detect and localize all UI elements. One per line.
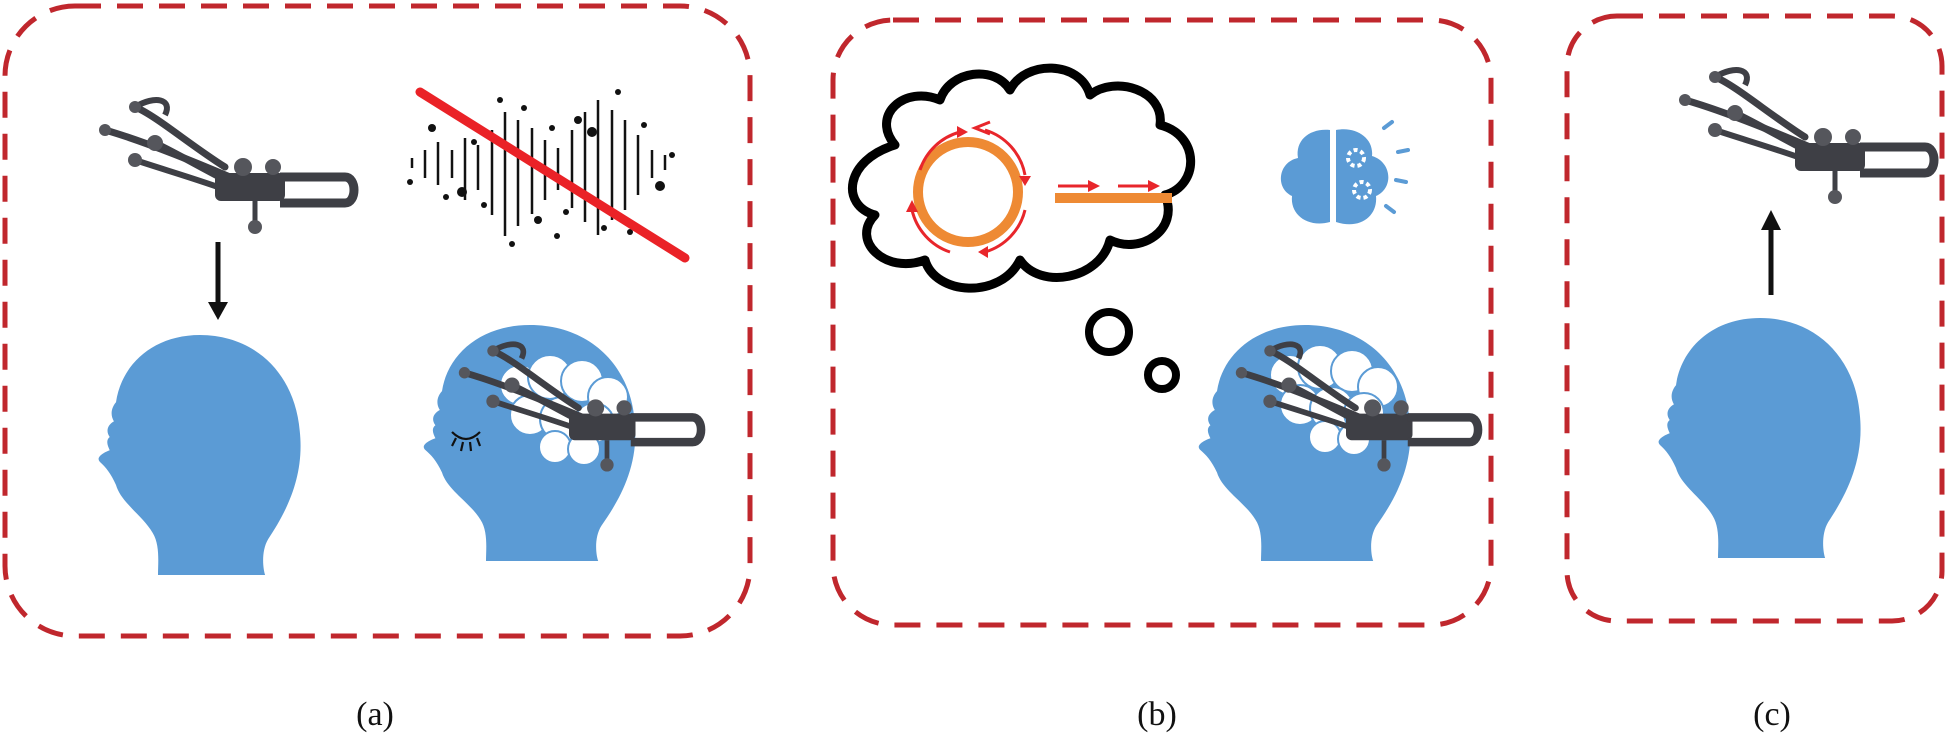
- prohibit-slash-icon: [415, 87, 690, 263]
- down-arrow-icon: [208, 242, 228, 320]
- caption-b: (b): [1137, 696, 1177, 733]
- noise-signal-icon: [407, 89, 675, 247]
- head-silhouette-icon: [1658, 318, 1861, 558]
- head-with-headset-eyes-closed-icon: [423, 325, 701, 561]
- rotation-circle-icon: [906, 120, 1031, 258]
- eeg-headset-icon: [1679, 70, 1934, 204]
- linear-motion-bar-icon: [1055, 180, 1172, 203]
- panel-b: (b): [830, 17, 1494, 733]
- panel-c-frame: [1564, 13, 1945, 624]
- panel-b-frame: [830, 17, 1494, 628]
- head-silhouette-icon: [98, 335, 301, 575]
- caption-a: (a): [356, 696, 394, 733]
- thought-cloud-icon: [847, 63, 1196, 393]
- up-arrow-icon: [1761, 210, 1781, 295]
- head-with-headset-icon: [1198, 325, 1478, 561]
- eeg-headset-icon: [99, 100, 354, 234]
- panel-c: (c): [1564, 13, 1945, 733]
- panel-a-frame: [2, 3, 753, 639]
- caption-c: (c): [1753, 696, 1791, 733]
- closed-eye-icon: [451, 431, 482, 452]
- panel-a: (a): [2, 3, 753, 733]
- brain-gears-icon: [1280, 120, 1410, 225]
